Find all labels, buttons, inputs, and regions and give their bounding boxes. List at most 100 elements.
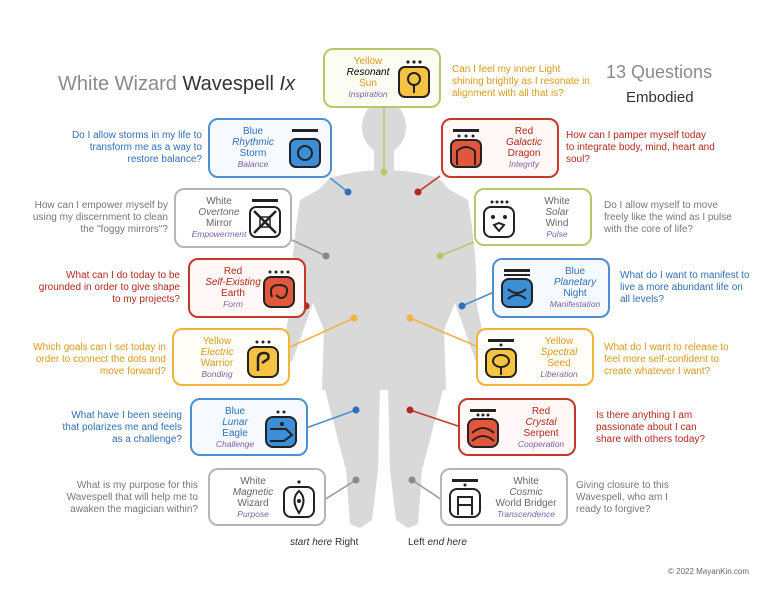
question-eagle: What have I been seeing that polarizes m… <box>62 410 182 445</box>
card-dragon-keyword: Integrity <box>508 159 540 169</box>
card-wizard-color: White <box>240 476 266 487</box>
card-wizard-tone: Magnetic <box>232 487 274 498</box>
card-warrior-color: Yellow <box>202 336 232 347</box>
connector-seed <box>409 317 477 347</box>
card-seed: Yellow Spectral Seed Liberation <box>476 328 594 386</box>
subtitle-line2: Embodied <box>626 89 694 106</box>
page-title: White Wizard Wavespell Ix <box>58 73 295 96</box>
card-dragon-color: Red <box>514 126 534 137</box>
card-seed-color: Yellow <box>544 336 574 347</box>
question-storm: Do I allow storms in my life to transfor… <box>71 130 202 165</box>
question-dragon: How can I pamper myself today to integra… <box>566 130 715 165</box>
dot-eagle <box>352 406 360 414</box>
night-glyph-icon <box>501 269 533 308</box>
card-eagle-name: Eagle <box>222 428 248 439</box>
question-mirror: How can I empower myself by using my dis… <box>32 200 168 235</box>
card-dragon-tone: Galactic <box>505 137 543 148</box>
card-sun-keyword: Inspiration <box>348 89 388 99</box>
dot-sun <box>380 168 388 176</box>
earth-glyph-icon <box>263 270 295 308</box>
warrior-glyph-icon <box>247 340 279 378</box>
dot-wizard <box>352 476 360 484</box>
subtitle-line1: 13 Questions <box>606 62 713 82</box>
title-wave: Wavespell <box>182 73 274 95</box>
card-wind: White Solar Wind Pulse <box>474 188 592 246</box>
card-wizard-name: Wizard <box>237 498 269 509</box>
card-eagle: Blue Lunar Eagle Challenge <box>190 398 308 456</box>
card-night-keyword: Manifestation <box>549 299 601 309</box>
card-wind-tone: Solar <box>545 207 569 218</box>
dot-worldbridger <box>408 476 416 484</box>
connector-wind <box>439 241 475 257</box>
dot-warrior <box>350 314 358 322</box>
card-seed-tone: Spectral <box>540 347 578 358</box>
dot-wind <box>436 252 444 260</box>
card-earth-keyword: Form <box>223 299 243 309</box>
question-wind: Do I allow myself to move freely like th… <box>604 200 732 235</box>
card-worldbridger-keyword: Transcendence <box>497 509 555 519</box>
question-warrior: Which goals can I set today in order to … <box>33 342 166 377</box>
question-earth: What can I do today to be grounded in or… <box>38 270 180 305</box>
card-warrior-name: Warrior <box>200 358 234 369</box>
question-worldbridger: Giving closure to this Wavespell, who am… <box>576 480 669 515</box>
card-serpent-name: Serpent <box>523 428 559 439</box>
connector-storm <box>329 177 349 193</box>
card-wind-color: White <box>544 196 570 207</box>
worldbridger-glyph-icon <box>449 479 481 518</box>
seed-glyph-icon <box>485 339 517 378</box>
storm-glyph-icon <box>289 129 321 168</box>
card-night: Blue Planetary Night Manifestation <box>492 258 610 318</box>
card-sun-color: Yellow <box>353 56 383 67</box>
card-serpent-keyword: Cooperation <box>517 439 565 449</box>
card-storm-name: Storm <box>239 148 267 159</box>
card-serpent: Red Crystal Serpent Cooperation <box>458 398 576 456</box>
card-warrior-tone: Electric <box>200 347 234 358</box>
connector-dragon <box>417 175 441 193</box>
card-storm: Blue Rhythmic Storm Balance <box>208 118 332 178</box>
card-mirror-keyword: Empowerment <box>191 229 247 239</box>
card-mirror-tone: Overtone <box>198 207 240 218</box>
card-warrior: Yellow Electric Warrior Bonding <box>172 328 290 386</box>
question-sun: Can I feel my inner Light shining bright… <box>452 64 590 99</box>
start-label: start here Right <box>290 537 358 548</box>
card-sun-name: Sun <box>359 78 377 89</box>
card-night-color: Blue <box>564 266 585 277</box>
dot-serpent <box>406 406 414 414</box>
card-wizard: White Magnetic Wizard Purpose <box>208 468 326 526</box>
dot-night <box>458 302 466 310</box>
connector-mirror <box>291 239 327 257</box>
card-storm-keyword: Balance <box>237 159 269 169</box>
card-worldbridger-name: World Bridger <box>495 498 557 509</box>
card-wind-keyword: Pulse <box>546 229 568 239</box>
connector-eagle <box>305 409 357 429</box>
card-earth: Red Self-Existing Earth Form <box>188 258 306 318</box>
card-worldbridger: White Cosmic World Bridger Transcendence <box>440 468 568 526</box>
card-sun-tone: Resonant <box>346 67 390 78</box>
connector-warrior <box>287 317 355 349</box>
serpent-glyph-icon <box>467 409 499 448</box>
card-serpent-color: Red <box>531 406 551 417</box>
end-label-italic: end here <box>427 537 467 548</box>
mirror-glyph-icon <box>249 199 281 238</box>
card-seed-name: Seed <box>547 358 571 369</box>
question-serpent: Is there anything I am passionate about … <box>596 410 705 445</box>
card-dragon-name: Dragon <box>507 148 541 159</box>
card-earth-tone: Self-Existing <box>205 277 261 288</box>
question-wizard: What is my purpose for this Wavespell th… <box>66 480 198 515</box>
eagle-glyph-icon <box>265 410 297 448</box>
card-night-tone: Planetary <box>553 277 597 288</box>
card-mirror-color: White <box>206 196 232 207</box>
card-eagle-keyword: Challenge <box>215 439 255 449</box>
sun-glyph-icon <box>398 60 430 98</box>
connector-night <box>461 291 495 307</box>
wind-glyph-icon <box>483 200 515 238</box>
end-label-side: Left <box>408 537 425 548</box>
connector-worldbridger <box>411 479 443 501</box>
wizard-glyph-icon <box>283 480 315 518</box>
card-worldbridger-tone: Cosmic <box>509 487 543 498</box>
question-seed: What do I want to release to feel more s… <box>604 342 729 377</box>
card-seed-keyword: Liberation <box>540 369 578 379</box>
card-warrior-keyword: Bonding <box>201 369 233 379</box>
dot-storm <box>344 188 352 196</box>
card-dragon: Red Galactic Dragon Integrity <box>441 118 559 178</box>
